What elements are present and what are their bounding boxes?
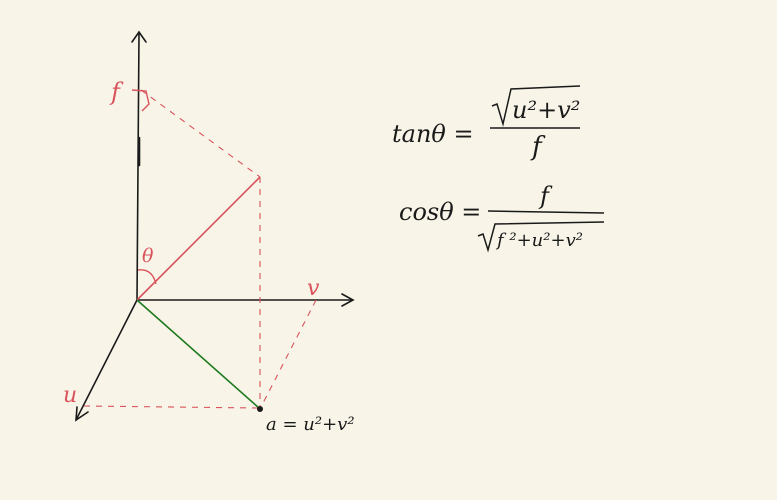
v-axis-arrowhead [341, 293, 355, 307]
tan-sqrt-symbol [491, 85, 581, 127]
tan-formula: tanθ = u²+v² f [392, 85, 581, 162]
point-a [257, 406, 263, 412]
v-axis-label: v [307, 276, 320, 301]
cos-numerator: f [538, 182, 553, 210]
tan-numerator: u²+v² [512, 96, 580, 124]
f-axis-label: f [109, 78, 124, 106]
axes [75, 30, 355, 422]
cos-fraction-bar [487, 210, 605, 214]
point-a-label: a = u²+v² [266, 414, 355, 435]
dashed-top [140, 89, 261, 178]
tan-denominator: f [530, 132, 546, 162]
red-ray [136, 176, 261, 301]
f-tick-mark [131, 89, 150, 112]
cos-denominator: f ²+u²+v² [495, 230, 583, 251]
theta-label: θ [142, 245, 154, 267]
dashed-u-projection [83, 405, 259, 409]
cos-lhs: cosθ = [399, 198, 481, 226]
theta-arc [137, 269, 157, 285]
f-axis-arrowhead [131, 30, 147, 43]
construction-lines [83, 89, 317, 409]
u-axis-label: u [63, 383, 77, 408]
tan-lhs: tanθ = [392, 120, 474, 148]
dashed-v-projection [261, 299, 317, 406]
cos-sqrt-symbol [477, 221, 605, 253]
cos-formula: cosθ = f f ²+u²+v² [399, 182, 605, 253]
green-ray [136, 299, 260, 409]
u-axis [75, 299, 138, 421]
u-axis-arrowhead [75, 406, 89, 422]
f-axis [136, 31, 140, 301]
